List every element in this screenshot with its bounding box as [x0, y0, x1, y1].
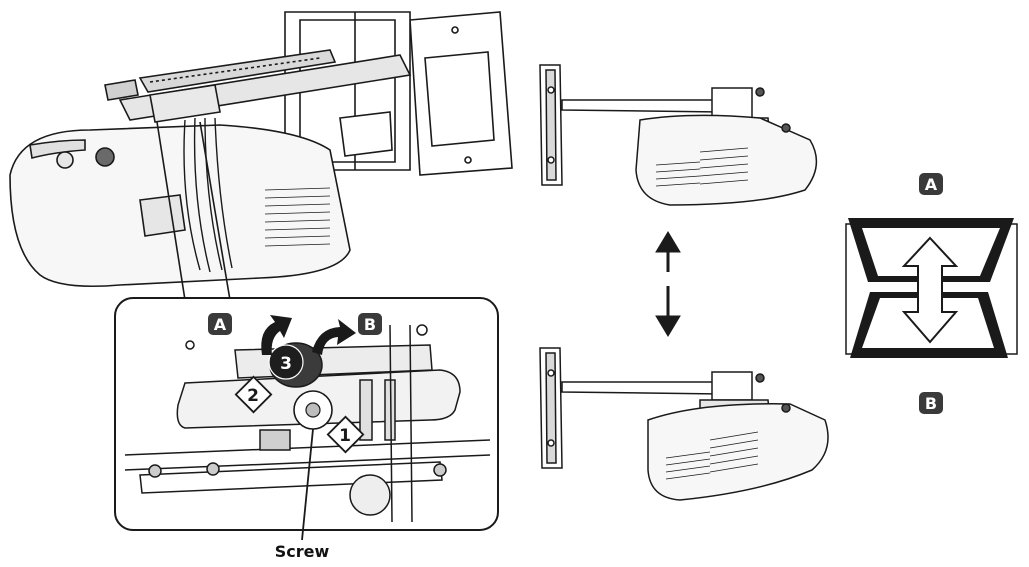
- label-b-badge-right: [919, 392, 943, 414]
- step-1-marker: [326, 415, 365, 454]
- projector-side-view-top: [539, 64, 818, 206]
- adjustment-knob: [268, 342, 323, 388]
- projector-side-view-bottom: [539, 347, 829, 501]
- rotate-arrows: [261, 315, 356, 355]
- label-a-badge-right: [919, 173, 943, 195]
- mounted-projector-illustration: [9, 11, 513, 288]
- keystone-screen-diagram: [845, 218, 1018, 358]
- label-b-zoom: B: [364, 315, 376, 334]
- step-1-label: 1: [339, 426, 351, 446]
- screw-caption: Screw: [274, 542, 330, 561]
- vertical-adjust-arrow: [655, 231, 681, 337]
- label-a-zoom: A: [214, 315, 227, 334]
- label-b-badge-zoom: [358, 313, 382, 335]
- double-arrow: [901, 236, 959, 344]
- label-a-right: A: [925, 175, 938, 194]
- step-2-label: 2: [247, 386, 259, 406]
- step-3-label: 3: [280, 354, 292, 374]
- zoom-detail-panel: 3 2 1 A B: [114, 297, 499, 531]
- step-2-marker: [234, 375, 273, 414]
- label-a-badge-zoom: [208, 313, 232, 335]
- label-b-right: B: [925, 394, 937, 413]
- zoom-callout-lines: [156, 121, 231, 301]
- screw-leader: [301, 428, 314, 541]
